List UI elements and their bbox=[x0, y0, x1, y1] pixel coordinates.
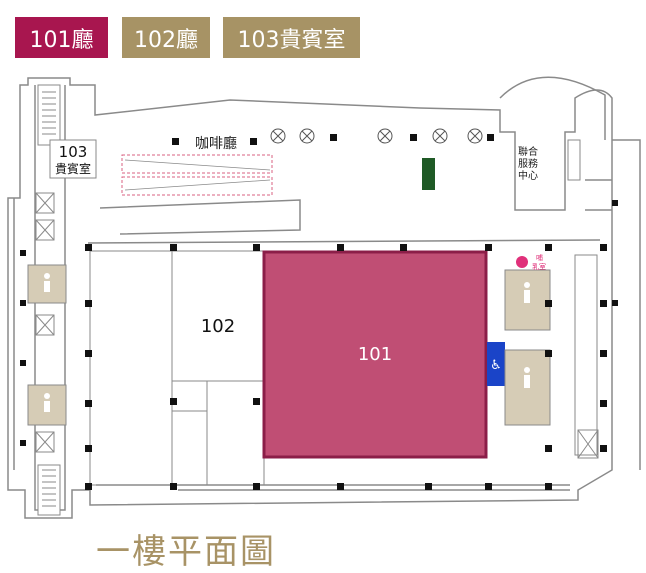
service-center-line3: 中心 bbox=[518, 169, 538, 182]
nursing-room-line2: 乳室 bbox=[532, 262, 546, 271]
hall-102[interactable]: 102 bbox=[171, 250, 265, 382]
escalator-icon bbox=[121, 154, 273, 174]
tab-102-hall[interactable]: 102廳 bbox=[122, 17, 210, 58]
hall-tabs: 101廳 102廳 103貴賓室 bbox=[0, 0, 646, 70]
service-center-line2: 服務 bbox=[518, 157, 538, 170]
outer-walls bbox=[7, 76, 641, 519]
pillars bbox=[20, 134, 618, 490]
restroom-left-upper bbox=[27, 264, 67, 304]
restroom-icon bbox=[44, 273, 50, 279]
restroom-icon bbox=[44, 393, 50, 399]
vip-room-103[interactable]: 103 貴賓室 bbox=[49, 139, 97, 179]
nursing-room-line1: 哺 bbox=[536, 253, 543, 262]
left-core bbox=[27, 84, 67, 516]
cafe-area: 咖啡廳 bbox=[121, 135, 435, 196]
tab-103-vip-room[interactable]: 103貴賓室 bbox=[223, 17, 360, 58]
ceiling-lights bbox=[270, 128, 483, 144]
stairs-icon bbox=[567, 139, 581, 181]
stairs-icon bbox=[37, 464, 61, 516]
stairs-icon bbox=[37, 84, 61, 146]
accessible-icon: ♿ bbox=[490, 358, 502, 373]
accessible-restroom: ♿ bbox=[487, 342, 505, 386]
tab-101-hall[interactable]: 101廳 bbox=[15, 17, 108, 58]
vip-room-label: 貴賓室 bbox=[55, 161, 91, 176]
service-center[interactable]: 聯合 服務 中心 bbox=[518, 139, 581, 182]
floor-plan-title: 一樓平面圖 bbox=[96, 532, 276, 572]
hall-101-label: 101 bbox=[358, 344, 392, 365]
service-center-line1: 聯合 bbox=[518, 145, 538, 158]
vip-room-number: 103 bbox=[59, 143, 88, 161]
nursing-room-icon bbox=[516, 256, 528, 268]
hall-101[interactable]: 101 bbox=[262, 250, 488, 459]
right-core bbox=[504, 254, 599, 459]
hall-102-label: 102 bbox=[201, 316, 235, 337]
restroom-icon bbox=[524, 367, 530, 373]
cafe-label: 咖啡廳 bbox=[195, 135, 237, 152]
nursing-room: 哺 乳室 bbox=[516, 253, 546, 271]
restroom-icon bbox=[524, 282, 530, 288]
escalator-icon bbox=[121, 176, 273, 196]
planter bbox=[422, 158, 435, 190]
